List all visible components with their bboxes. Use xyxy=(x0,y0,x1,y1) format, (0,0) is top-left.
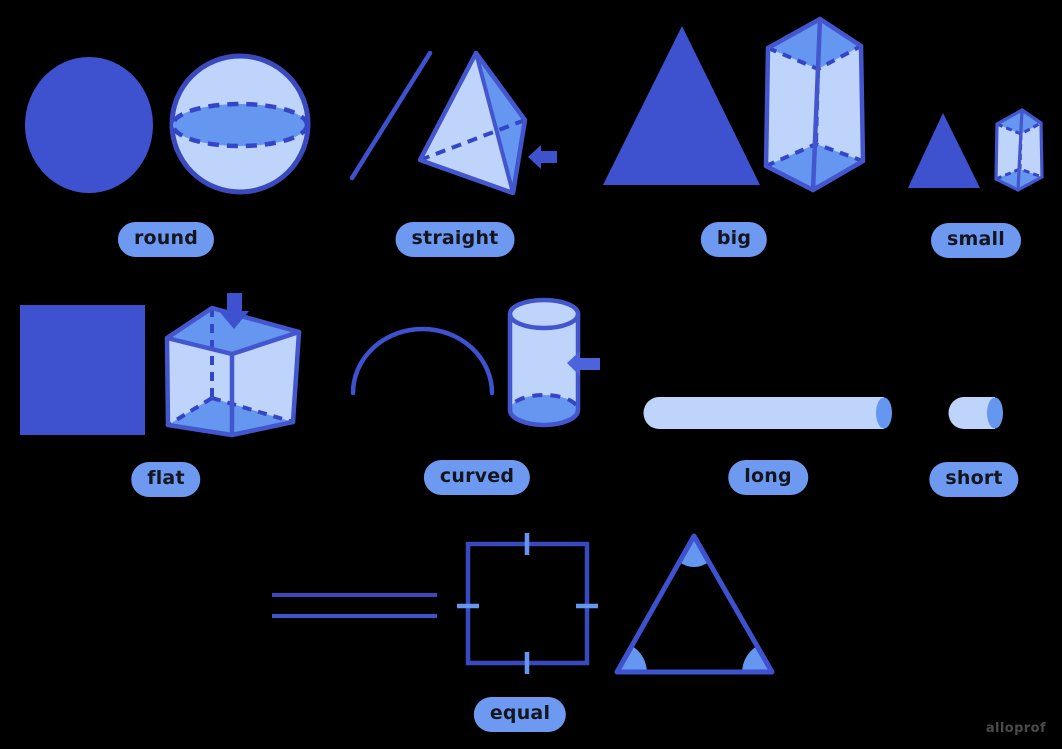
line-segment-shape xyxy=(349,50,433,181)
label-equal: equal xyxy=(473,697,567,732)
parallel-equal-lines-shape xyxy=(272,593,437,618)
filled-circle-shape xyxy=(25,57,153,193)
small-triangle-shape xyxy=(908,113,980,188)
equal-tick-marks xyxy=(457,533,598,674)
large-triangle-shape xyxy=(603,26,760,185)
filled-square-shape xyxy=(20,305,145,435)
label-big-text: big xyxy=(716,227,752,249)
label-curved-text: curved xyxy=(439,465,515,487)
label-short: short xyxy=(929,462,1019,497)
arrow-left-icon xyxy=(567,351,600,376)
angle-wedges xyxy=(617,536,772,672)
square-equal-sides-shape xyxy=(457,533,598,674)
label-straight: straight xyxy=(395,222,515,257)
label-round: round xyxy=(117,222,215,257)
arc-shape xyxy=(350,326,495,396)
arrow-left-icon xyxy=(528,145,557,169)
cube-shape xyxy=(164,293,302,438)
tetrahedron-shape xyxy=(417,50,528,196)
label-straight-text: straight xyxy=(411,227,499,249)
cylinder-shape xyxy=(507,297,600,428)
large-rectangular-prism-shape xyxy=(763,16,866,193)
label-flat: flat xyxy=(131,462,201,497)
label-short-text: short xyxy=(945,467,1003,489)
label-small: small xyxy=(931,223,1021,258)
label-curved: curved xyxy=(423,460,531,495)
arrow-down-icon xyxy=(219,293,249,329)
triangle-equal-angles-shape xyxy=(614,533,775,675)
label-flat-text: flat xyxy=(147,467,185,489)
sphere-shape xyxy=(169,53,311,195)
straight-shapes xyxy=(349,50,557,196)
long-rod-shape xyxy=(643,397,892,429)
label-long: long xyxy=(728,460,808,495)
label-equal-text: equal xyxy=(489,702,551,724)
label-long-text: long xyxy=(744,465,792,487)
label-round-text: round xyxy=(133,227,199,249)
alloprof-logo: alloprof xyxy=(985,721,1046,736)
short-rod-shape xyxy=(948,397,1003,429)
small-rectangular-prism-shape xyxy=(994,108,1044,192)
label-small-text: small xyxy=(947,228,1005,250)
label-big: big xyxy=(700,222,768,257)
